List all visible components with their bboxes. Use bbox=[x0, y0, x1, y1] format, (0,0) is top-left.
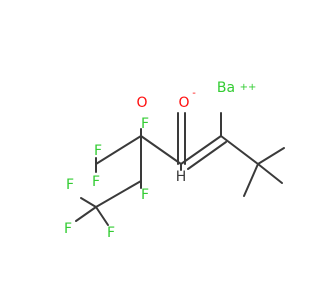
bonds bbox=[75, 112, 285, 226]
o-atom-ketone: O bbox=[136, 95, 147, 111]
bond-c7-me1 bbox=[243, 163, 259, 197]
bond-c1-c2 bbox=[95, 135, 142, 165]
bond-cf7 bbox=[95, 206, 109, 226]
ba-atom: Ba bbox=[217, 80, 235, 96]
f-atom-4: F bbox=[92, 174, 100, 190]
f-atom-6: F bbox=[64, 221, 72, 237]
o-anion-charge: - bbox=[192, 88, 196, 99]
f-atom-2: F bbox=[141, 187, 149, 203]
f-atom-5: F bbox=[66, 177, 74, 193]
f-atom-7: F bbox=[107, 225, 115, 241]
h-atom: H bbox=[176, 169, 187, 185]
o-atom-anion: O bbox=[178, 95, 189, 111]
bond-c7-me3 bbox=[257, 163, 283, 184]
bond-c6-c7 bbox=[220, 135, 259, 165]
chemical-structure: F F F F F F F O O - H Ba ++ bbox=[64, 80, 285, 241]
bond-c2-c5 bbox=[140, 135, 182, 165]
bond-cf5 bbox=[80, 197, 97, 208]
ba-charge: ++ bbox=[240, 82, 257, 93]
bond-c5-c6 bbox=[180, 135, 222, 165]
bond-c7-me2 bbox=[257, 147, 285, 165]
atom-labels: F F F F F F F O O - H Ba ++ bbox=[64, 80, 256, 241]
f-atom-3: F bbox=[94, 143, 102, 159]
bond-cf6 bbox=[75, 206, 97, 222]
bond-c5-c6-inner bbox=[187, 141, 227, 170]
bond-c3-c4 bbox=[95, 180, 142, 208]
f-atom-1: F bbox=[141, 116, 149, 132]
